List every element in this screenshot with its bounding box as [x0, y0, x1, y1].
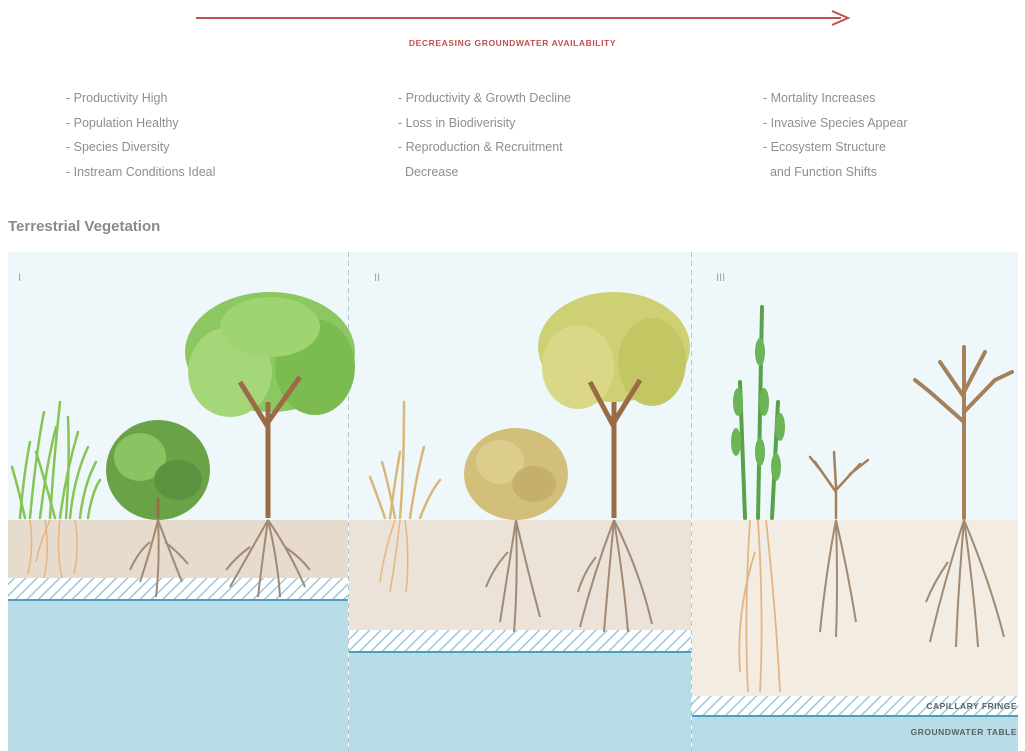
vegetation-illustration	[0, 252, 1025, 751]
list-item: Decrease	[398, 160, 571, 185]
list-item: - Population Healthy	[66, 111, 215, 136]
list-item: - Productivity & Growth Decline	[398, 86, 571, 111]
list-item: - Loss in Biodiverisity	[398, 111, 571, 136]
section-title: Terrestrial Vegetation	[8, 218, 160, 235]
list-item: and Function Shifts	[763, 160, 908, 185]
capillary-fringe-panel-1	[8, 578, 348, 600]
groundwater-panel-2	[349, 653, 691, 751]
list-item: - Invasive Species Appear	[763, 111, 908, 136]
list-item: - Reproduction & Recruitment	[398, 135, 571, 160]
capillary-fringe-panel-2	[349, 630, 691, 652]
shrub-stressed	[464, 428, 568, 520]
groundwater-table-label: GROUNDWATER TABLE	[911, 727, 1017, 737]
panel-numeral-3: III	[716, 272, 725, 284]
panel-numeral-1: I	[18, 272, 21, 284]
list-item: - Mortality Increases	[763, 86, 908, 111]
groundwater-panel-1	[8, 601, 348, 751]
capillary-fringe-label: CAPILLARY FRINGE	[926, 701, 1017, 711]
panel-numeral-2: II	[374, 272, 380, 284]
arrow-label: DECREASING GROUNDWATER AVAILABILITY	[0, 38, 1025, 48]
availability-arrow	[196, 8, 856, 28]
soil-panel-3	[692, 520, 1018, 696]
list-item: - Ecosystem Structure	[763, 135, 908, 160]
column-medium-availability: - Productivity & Growth Decline - Loss i…	[398, 86, 571, 184]
shrub-healthy	[106, 420, 210, 520]
column-low-availability: - Mortality Increases - Invasive Species…	[763, 86, 908, 184]
list-item: - Productivity High	[66, 86, 215, 111]
column-high-availability: - Productivity High - Population Healthy…	[66, 86, 215, 184]
list-item: - Species Diversity	[66, 135, 215, 160]
list-item: - Instream Conditions Ideal	[66, 160, 215, 185]
